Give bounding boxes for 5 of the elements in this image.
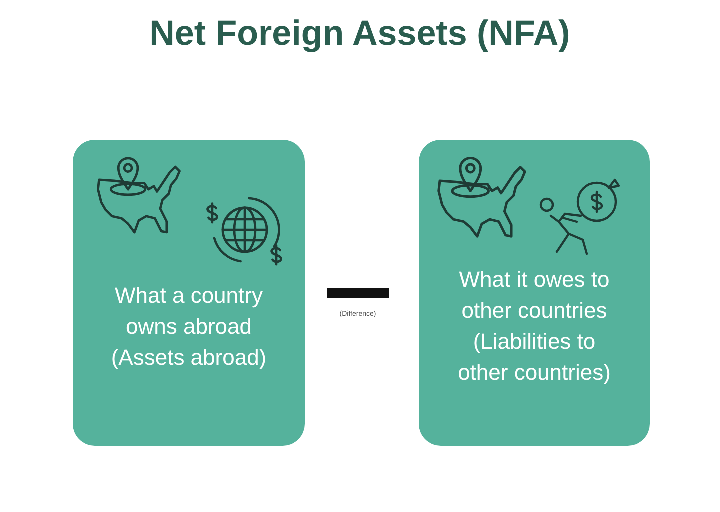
card-text: What a country owns abroad (Assets abroad) [110,282,268,372]
diagram-title: Net Foreign Assets (NFA) [150,14,570,53]
card-panel [73,140,305,446]
card-text: What it owes to other countries (Liabilities to other countries) [457,266,612,387]
card-panel [419,140,650,446]
